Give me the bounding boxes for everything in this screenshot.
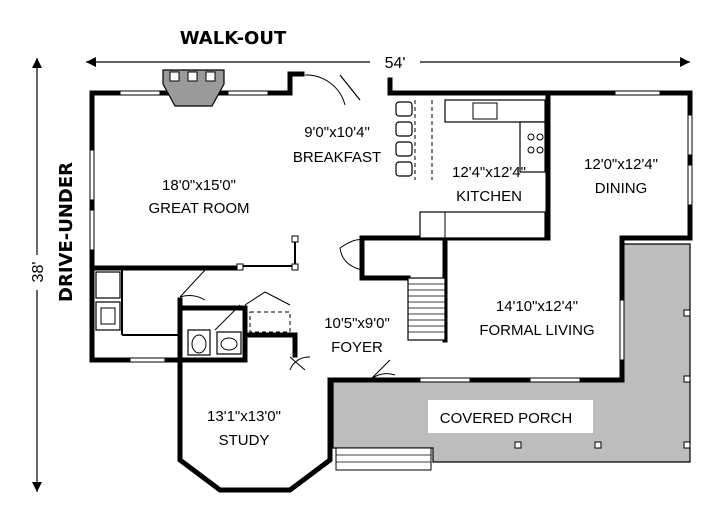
formal-living-size: 14'10"x12'4" <box>496 298 578 315</box>
formal-living-name: FORMAL LIVING <box>479 322 594 339</box>
study-size: 13'1"x13'0" <box>207 408 281 425</box>
interior-doors <box>179 269 396 381</box>
bar-stools <box>395 101 413 177</box>
laundry-fixtures <box>95 271 121 331</box>
width-dimension-text: 54' <box>385 55 406 72</box>
porch-steps <box>335 447 432 471</box>
porch-label-box <box>428 400 593 433</box>
breakfast-size: 9'0"x10'4" <box>304 124 370 141</box>
study-name: STUDY <box>219 432 270 449</box>
great-room-size: 18'0"x15'0" <box>162 177 236 194</box>
foyer-size: 10'5"x9'0" <box>324 315 390 332</box>
dining-size: 12'0"x12'4" <box>584 156 658 173</box>
walk-out-label: WALK-OUT <box>180 28 287 49</box>
room-labels: 18'0"x15'0" GREAT ROOM 9'0"x10'4" BREAKF… <box>148 124 658 449</box>
staircase <box>339 239 446 341</box>
breakfast-name: BREAKFAST <box>293 149 381 166</box>
width-dimension: 54' <box>86 55 690 72</box>
windows <box>89 90 693 383</box>
breakfast-door <box>304 74 361 106</box>
kitchen-name: KITCHEN <box>456 188 522 205</box>
great-room-name: GREAT ROOM <box>148 200 249 217</box>
covered-porch-label: COVERED PORCH <box>440 410 573 427</box>
dining-name: DINING <box>595 180 648 197</box>
kitchen-counter <box>419 99 546 239</box>
height-dimension: 38' <box>30 58 47 492</box>
kitchen-size: 12'4"x12'4" <box>452 164 526 181</box>
closet-outline <box>249 311 291 333</box>
drive-under-label: DRIVE-UNDER <box>56 162 77 302</box>
foyer-name: FOYER <box>331 339 383 356</box>
bath-fixtures <box>187 329 242 356</box>
height-dimension-text: 38' <box>30 262 47 283</box>
porch-posts <box>514 309 691 449</box>
fireplace <box>162 69 225 107</box>
